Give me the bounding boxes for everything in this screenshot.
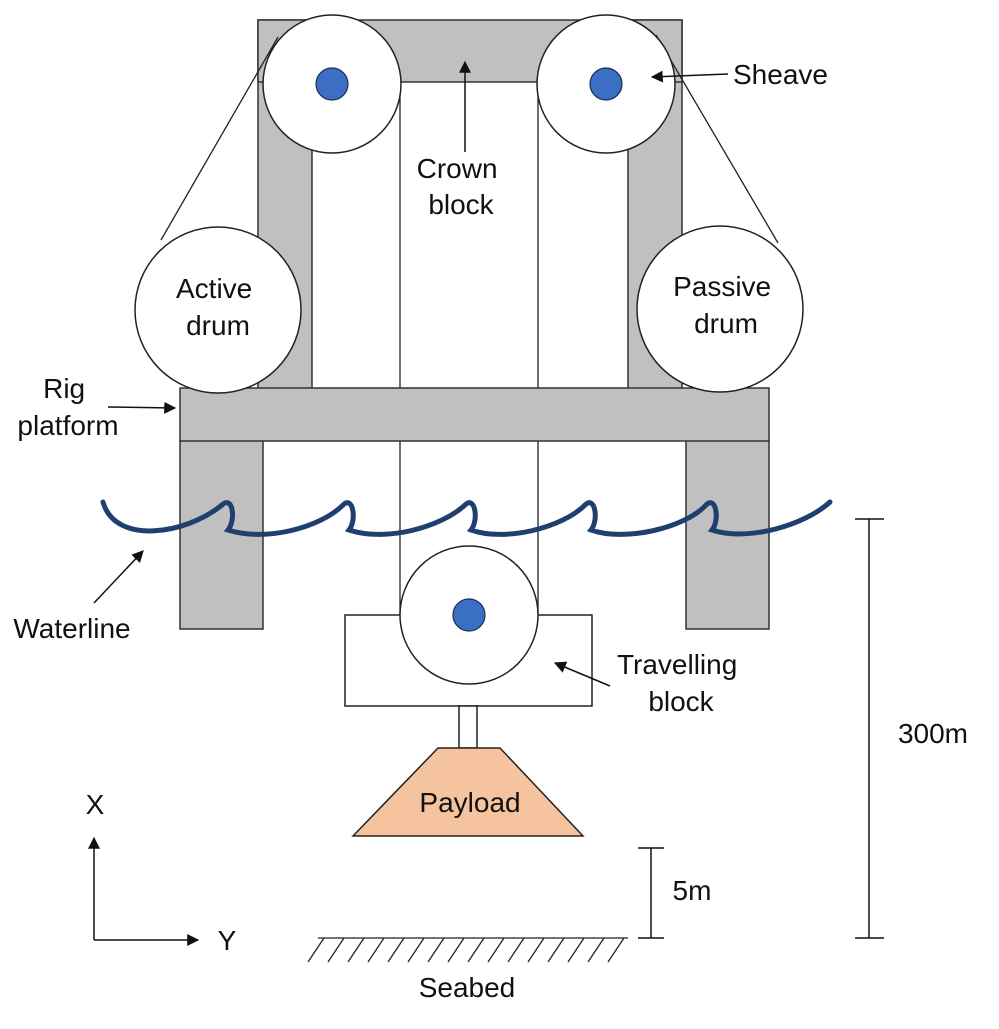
passive-drum-label: Passive drum bbox=[673, 271, 779, 339]
left-sheave bbox=[262, 14, 402, 154]
y-axis-label: Y bbox=[218, 925, 237, 956]
sheave-pointer bbox=[650, 70, 729, 83]
rig-platform-label-line1: Rig bbox=[43, 373, 85, 404]
waterline-label: Waterline bbox=[13, 613, 130, 644]
crown-block-label-line2: block bbox=[428, 189, 494, 220]
payload-connector bbox=[458, 705, 478, 749]
travelling-block-label-line2: block bbox=[648, 686, 714, 717]
depth-300m-dimension bbox=[855, 518, 884, 939]
waterline-wave bbox=[100, 499, 833, 537]
travelling-block-label: Travelling block bbox=[617, 649, 745, 717]
travelling-block-label-line1: Travelling bbox=[617, 649, 737, 680]
sheave-label: Sheave bbox=[733, 59, 828, 90]
clearance-5m-label: 5m bbox=[673, 875, 712, 906]
drum-cables bbox=[160, 34, 779, 244]
coordinate-axes bbox=[88, 836, 200, 946]
active-drum-label-line1: Active bbox=[176, 273, 252, 304]
payload-label: Payload bbox=[419, 787, 520, 818]
rig-platform-deck bbox=[179, 387, 770, 442]
active-drum bbox=[134, 226, 302, 394]
active-drum-label: Active drum bbox=[176, 273, 260, 341]
rig-platform-pointer bbox=[107, 401, 177, 414]
clearance-5m-dimension bbox=[638, 847, 664, 939]
passive-drum-label-line2: drum bbox=[694, 308, 758, 339]
annotation-arrows bbox=[93, 60, 729, 687]
passive-drum-label-line1: Passive bbox=[673, 271, 771, 302]
travelling-block-pointer bbox=[553, 661, 611, 687]
crown-block-label-line1: Crown bbox=[417, 153, 498, 184]
travelling-block-hub bbox=[452, 598, 486, 632]
travelling-block-sheave bbox=[399, 545, 539, 685]
right-sheave bbox=[536, 14, 676, 154]
rig-platform-label-line2: platform bbox=[17, 410, 118, 441]
crown-block-label: Crown block bbox=[417, 153, 506, 220]
seabed-label: Seabed bbox=[419, 972, 516, 1003]
passive-drum bbox=[636, 225, 804, 393]
payload-shape bbox=[351, 747, 585, 837]
active-drum-label-line2: drum bbox=[186, 310, 250, 341]
seabed bbox=[307, 937, 628, 963]
depth-300m-label: 300m bbox=[898, 718, 968, 749]
right-sheave-hub bbox=[589, 67, 623, 101]
waterline-pointer bbox=[93, 550, 144, 604]
rig-platform-label: Rig platform bbox=[17, 373, 118, 441]
left-sheave-hub bbox=[315, 67, 349, 101]
x-axis-label: X bbox=[86, 789, 105, 820]
hoist-cables bbox=[399, 84, 539, 615]
